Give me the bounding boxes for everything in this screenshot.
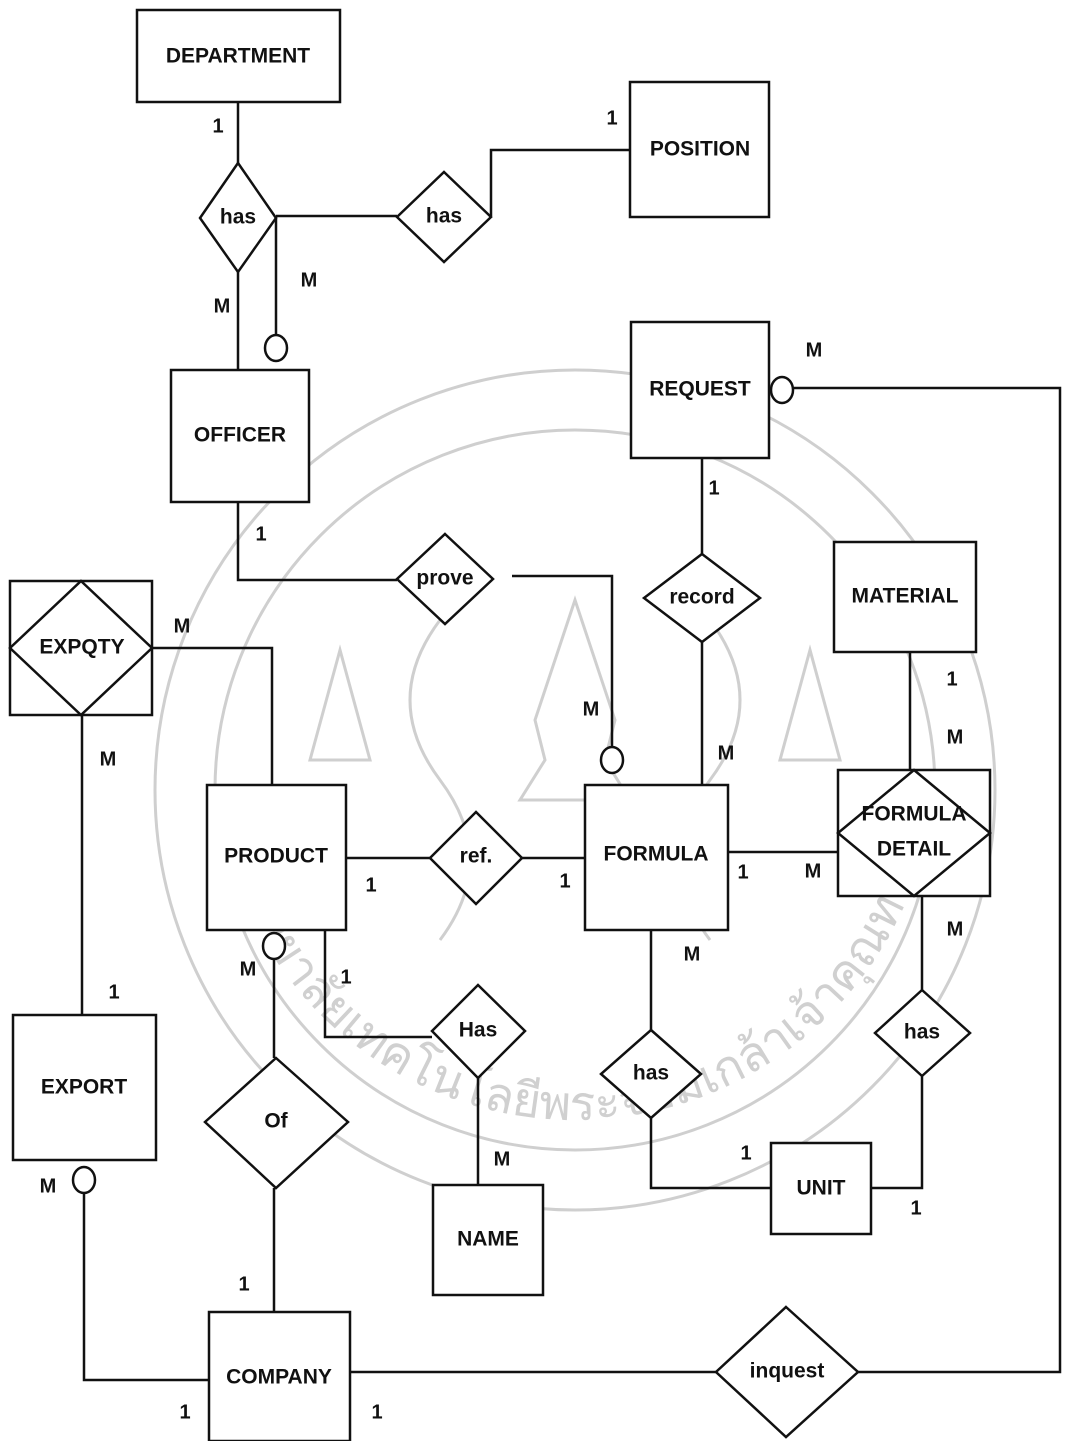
formula-label: FORMULA <box>604 843 709 866</box>
cardinality-label: 1 <box>910 1197 921 1219</box>
position-label: POSITION <box>650 138 750 161</box>
entity-export[interactable]: EXPORT <box>13 1015 156 1160</box>
has-position-label: has <box>426 205 462 228</box>
entity-unit[interactable]: UNIT <box>771 1143 871 1234</box>
cardinality-label: 1 <box>255 523 266 545</box>
request-optional-circle <box>771 377 793 403</box>
entity-department[interactable]: DEPARTMENT <box>137 10 340 102</box>
entity-product[interactable]: PRODUCT <box>207 785 346 930</box>
cardinality-label: M <box>806 339 823 361</box>
associative-entity-expqty[interactable]: EXPQTY <box>10 581 152 715</box>
relationship-has-department[interactable]: has <box>200 163 276 272</box>
cardinality-label: 1 <box>737 861 748 883</box>
cardinality-label: M <box>805 860 822 882</box>
department-label: DEPARTMENT <box>166 45 310 68</box>
relationship-record[interactable]: record <box>644 554 760 642</box>
cardinality-label: M <box>583 698 600 720</box>
prove-label: prove <box>416 567 473 590</box>
cardinality-label: M <box>718 742 735 764</box>
entity-name[interactable]: NAME <box>433 1185 543 1295</box>
entity-material[interactable]: MATERIAL <box>834 542 976 652</box>
cardinality-label: 1 <box>559 870 570 892</box>
cardinality-label: M <box>174 615 191 637</box>
has-formula-unit-label: has <box>633 1062 669 1085</box>
cardinality-label: M <box>947 726 964 748</box>
formula-detail-label-line2: DETAIL <box>877 838 951 861</box>
relationship-ref[interactable]: ref. <box>430 812 522 904</box>
ref-label: ref. <box>460 845 493 868</box>
relationship-of[interactable]: Of <box>205 1058 348 1188</box>
cardinality-label: 1 <box>108 981 119 1003</box>
associative-entity-formula-detail[interactable]: FORMULA DETAIL <box>838 770 990 896</box>
relationship-has-detail-unit[interactable]: has <box>875 990 970 1076</box>
cardinality-label: 1 <box>340 966 351 988</box>
has-detail-unit-label: has <box>904 1021 940 1044</box>
cardinality-label: M <box>494 1148 511 1170</box>
formula-optional-circle <box>601 747 623 773</box>
formula-detail-label-line1: FORMULA <box>862 803 967 826</box>
name-label: NAME <box>457 1228 519 1251</box>
entity-company[interactable]: COMPANY <box>209 1312 350 1441</box>
relationship-has-position[interactable]: has <box>397 172 491 262</box>
has-name-label: Has <box>459 1019 498 1042</box>
cardinality-label: M <box>100 748 117 770</box>
export-optional-circle <box>73 1167 95 1193</box>
relationship-inquest[interactable]: inquest <box>716 1307 858 1437</box>
cardinality-label: 1 <box>238 1273 249 1295</box>
product-optional-circle <box>263 933 285 959</box>
unit-label: UNIT <box>797 1177 846 1200</box>
cardinality-label: M <box>947 918 964 940</box>
product-label: PRODUCT <box>224 845 328 868</box>
has-department-label: has <box>220 206 256 229</box>
expqty-label: EXPQTY <box>39 636 124 659</box>
officer-optional-circle <box>265 335 287 361</box>
cardinality-label: 1 <box>740 1142 751 1164</box>
cardinality-label: M <box>684 943 701 965</box>
company-label: COMPANY <box>226 1366 332 1389</box>
cardinality-label: M <box>240 958 257 980</box>
cardinality-label: 1 <box>212 115 223 137</box>
cardinality-label: 1 <box>371 1401 382 1423</box>
cardinality-label: 1 <box>708 477 719 499</box>
cardinality-label: M <box>301 269 318 291</box>
entity-formula[interactable]: FORMULA <box>585 785 728 930</box>
connector-lines <box>82 102 1060 1380</box>
cardinality-label: 1 <box>606 107 617 129</box>
of-label: Of <box>264 1110 288 1133</box>
cardinality-label: M <box>40 1175 57 1197</box>
cardinality-label: 1 <box>365 874 376 896</box>
record-label: record <box>669 586 734 609</box>
cardinality-label: 1 <box>946 668 957 690</box>
entity-request[interactable]: REQUEST <box>631 322 769 458</box>
cardinality-label: M <box>214 295 231 317</box>
request-label: REQUEST <box>649 378 751 401</box>
relationship-prove[interactable]: prove <box>397 534 493 624</box>
entity-position[interactable]: POSITION <box>630 82 769 217</box>
material-label: MATERIAL <box>852 585 959 608</box>
export-label: EXPORT <box>41 1076 128 1099</box>
inquest-label: inquest <box>750 1360 825 1383</box>
officer-label: OFFICER <box>194 424 286 447</box>
cardinality-label: 1 <box>179 1401 190 1423</box>
entity-officer[interactable]: OFFICER <box>171 370 309 502</box>
